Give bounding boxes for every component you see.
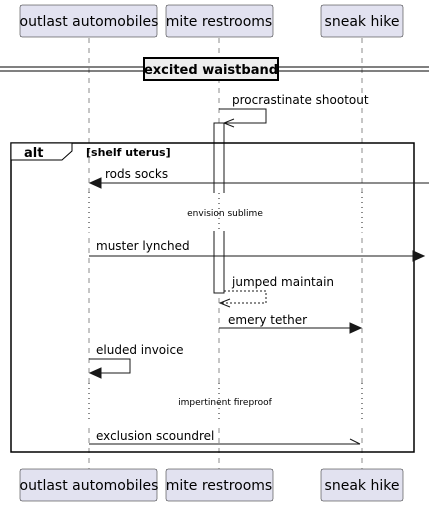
svg-text:mite restrooms: mite restrooms bbox=[166, 14, 272, 30]
svg-text:jumped maintain: jumped maintain bbox=[231, 275, 334, 289]
alt-fragment: alt [shelf uterus] bbox=[10, 142, 415, 453]
svg-text:exclusion scoundrel: exclusion scoundrel bbox=[96, 429, 214, 443]
participant-sneak-hike-top: sneak hike bbox=[320, 4, 404, 38]
delay-label-impertinent-fireproof: impertinent fireproof bbox=[178, 398, 273, 408]
divider: excited waistband bbox=[0, 57, 429, 81]
svg-text:outlast automobiles: outlast automobiles bbox=[20, 14, 159, 30]
svg-text:rods socks: rods socks bbox=[105, 167, 168, 181]
message-emery-tether: emery tether bbox=[219, 313, 363, 334]
svg-text:eluded invoice: eluded invoice bbox=[96, 343, 183, 357]
delay-label-envision-sublime: envision sublime bbox=[187, 209, 263, 219]
message-muster-lynched: muster lynched bbox=[89, 239, 426, 262]
svg-text:outlast automobiles: outlast automobiles bbox=[20, 478, 159, 494]
participant-outlast-automobiles-top: outlast automobiles bbox=[20, 4, 159, 38]
participant-outlast-automobiles-bottom: outlast automobiles bbox=[20, 468, 159, 502]
message-rods-socks: rods socks bbox=[88, 167, 429, 189]
alt-condition: [shelf uterus] bbox=[86, 146, 171, 159]
svg-text:mite restrooms: mite restrooms bbox=[166, 478, 272, 494]
divider-label: excited waistband bbox=[144, 63, 278, 78]
svg-text:procrastinate shootout: procrastinate shootout bbox=[232, 93, 369, 107]
participant-sneak-hike-bottom: sneak hike bbox=[320, 468, 404, 502]
svg-text:emery tether: emery tether bbox=[228, 313, 307, 327]
message-procrastinate-shootout: procrastinate shootout bbox=[219, 93, 369, 128]
message-exclusion-scoundrel: exclusion scoundrel bbox=[89, 429, 361, 445]
svg-text:sneak hike: sneak hike bbox=[325, 478, 400, 494]
message-eluded-invoice: eluded invoice bbox=[88, 343, 183, 379]
svg-text:sneak hike: sneak hike bbox=[325, 14, 400, 30]
alt-keyword: alt bbox=[24, 146, 43, 161]
participant-mite-restrooms-top: mite restrooms bbox=[165, 4, 274, 38]
participant-mite-restrooms-bottom: mite restrooms bbox=[165, 468, 274, 502]
svg-text:muster lynched: muster lynched bbox=[96, 239, 190, 253]
message-jumped-maintain: jumped maintain bbox=[218, 275, 334, 308]
delay-gap-2 bbox=[0, 383, 429, 423]
